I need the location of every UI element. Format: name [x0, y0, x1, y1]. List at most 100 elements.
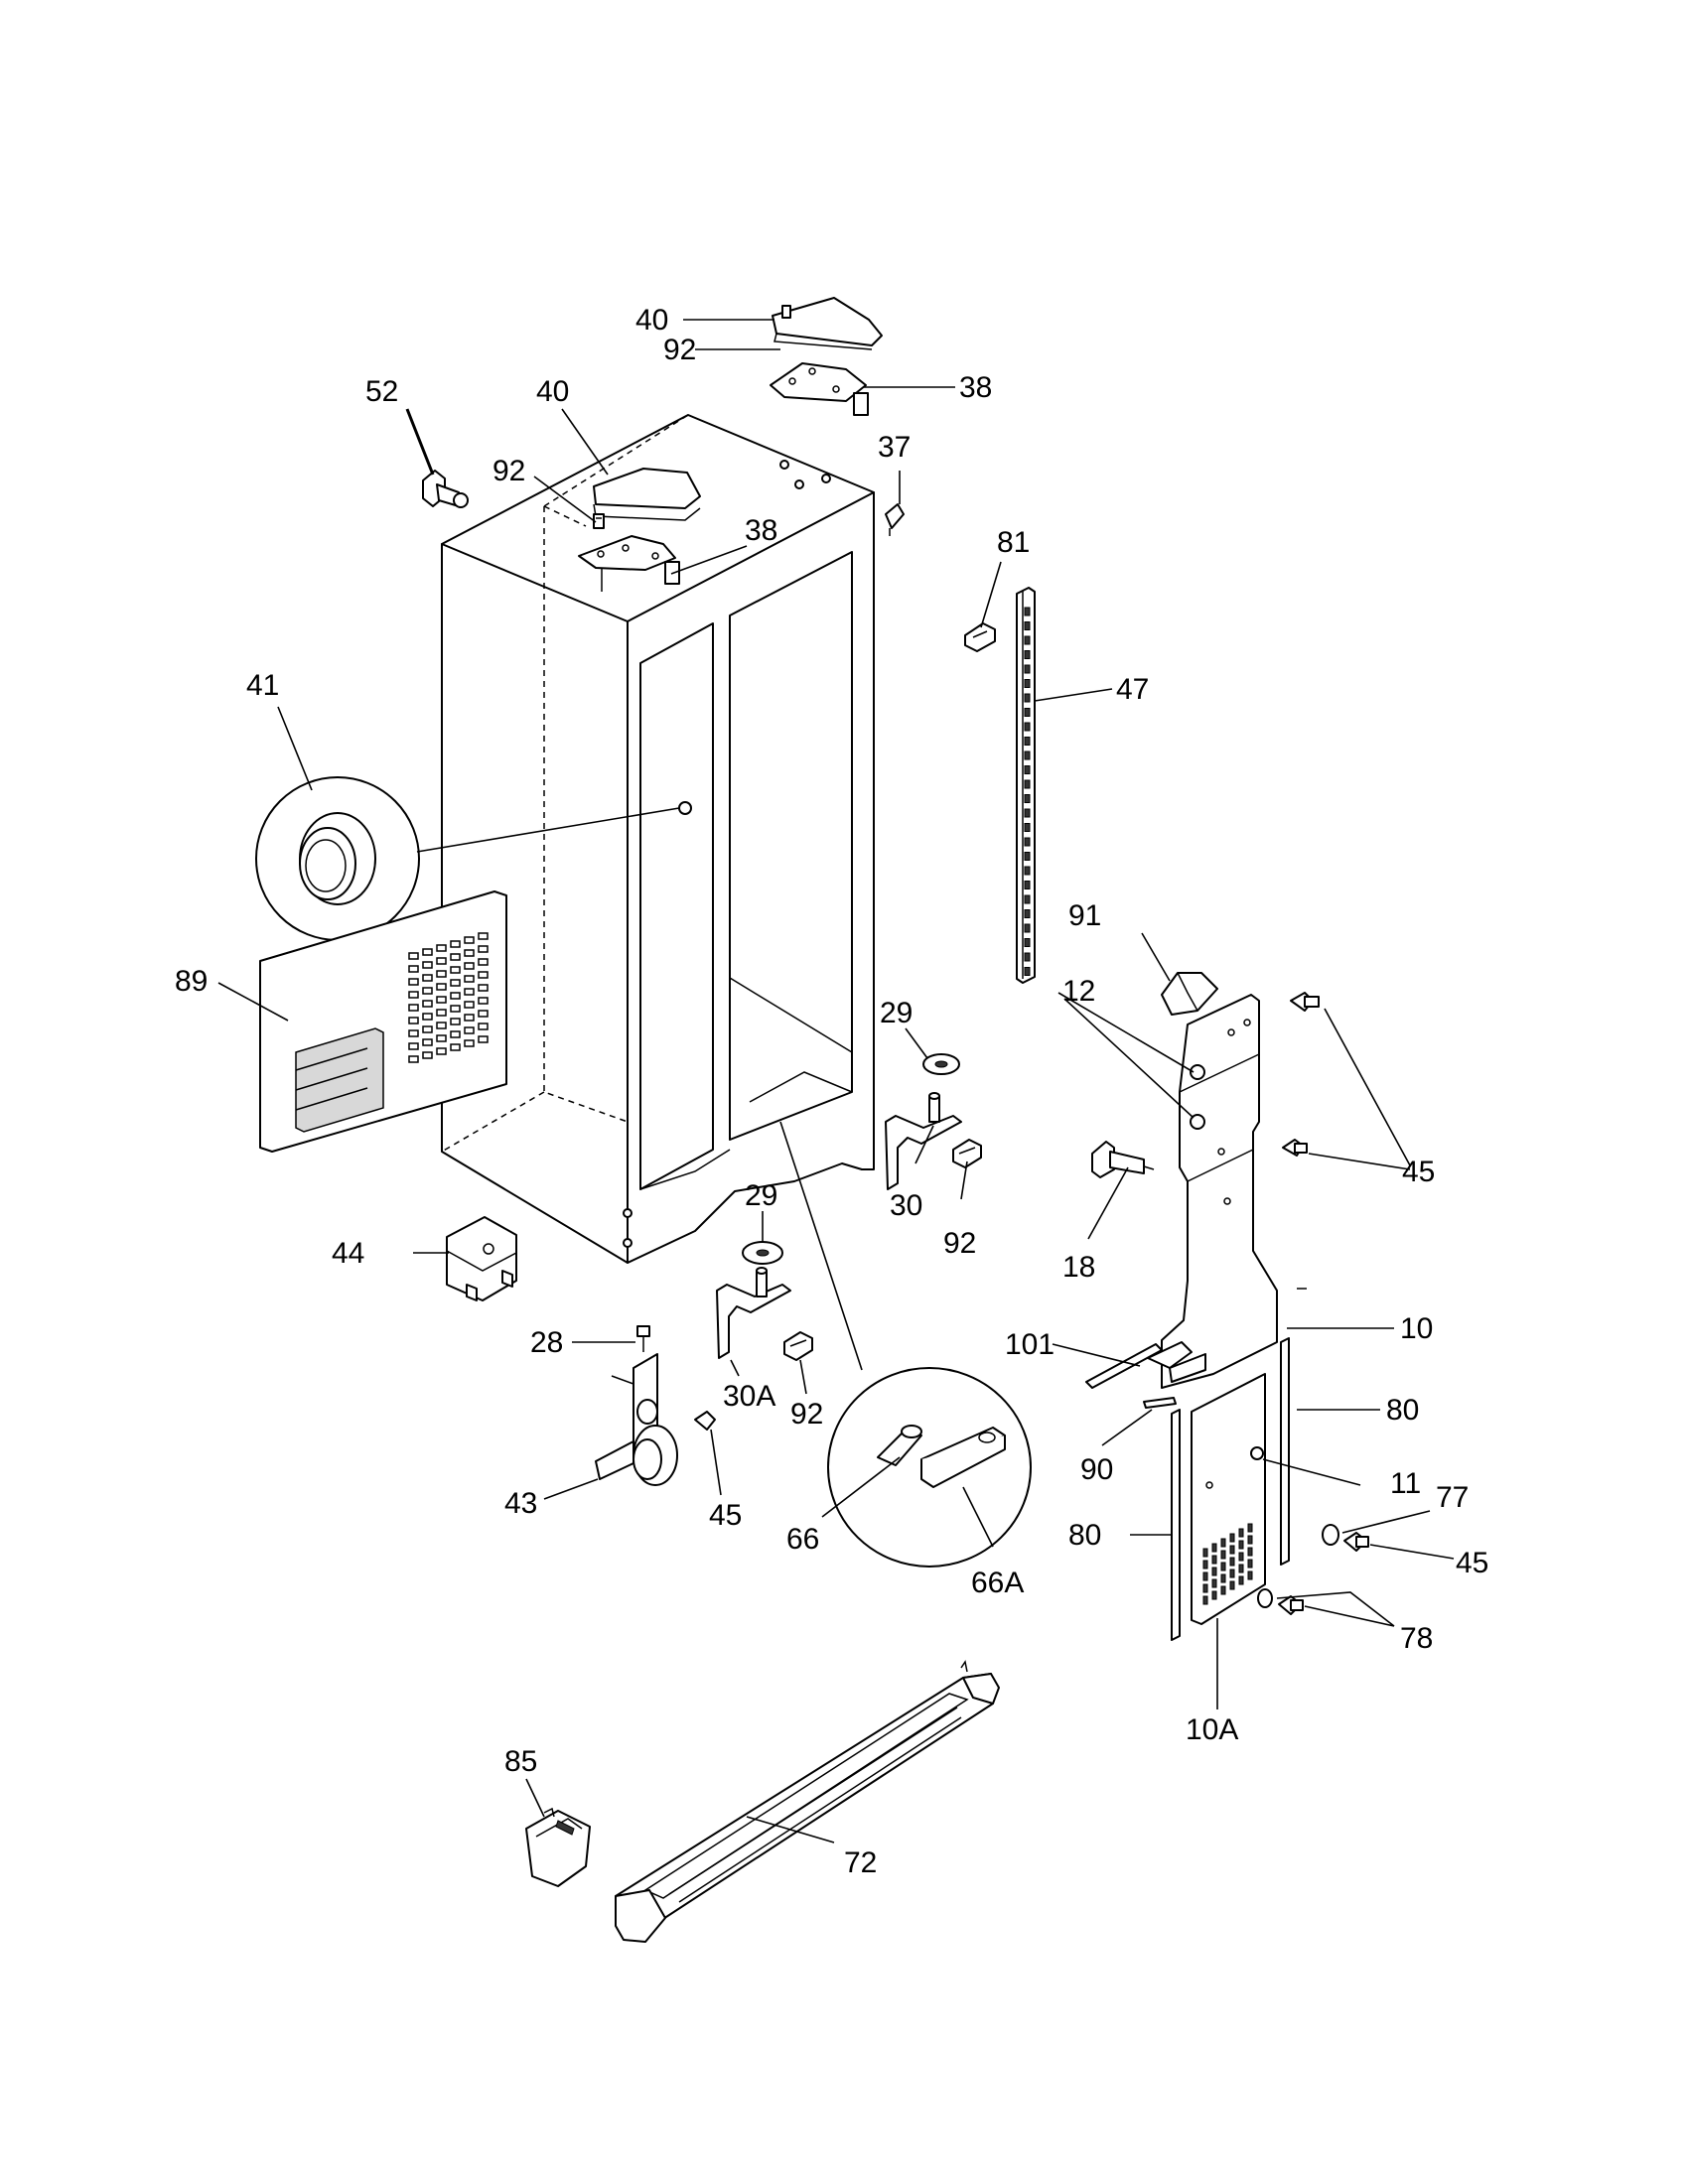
detail-slot — [1211, 1543, 1217, 1553]
detail-slot — [436, 944, 447, 952]
label-41: 41 — [246, 669, 279, 702]
detail-slot — [1247, 1535, 1253, 1545]
strip-80-left — [1171, 1409, 1181, 1641]
label-38: 38 — [745, 514, 777, 547]
label-89: 89 — [175, 965, 208, 998]
label-11: 11 — [1390, 1467, 1421, 1500]
detail-slot — [1024, 650, 1031, 659]
hinge-pin-30A — [716, 1267, 791, 1359]
detail-slot — [422, 948, 433, 956]
leader-lines — [217, 319, 1455, 1843]
detail-slot — [478, 1010, 489, 1018]
label-44: 44 — [332, 1237, 364, 1270]
detail-slot — [1024, 967, 1031, 976]
label-12: 12 — [1062, 975, 1095, 1008]
label-38-top: 38 — [959, 371, 992, 404]
detail-slot — [1024, 751, 1031, 760]
detail-slot — [450, 940, 461, 948]
top-cap — [1161, 972, 1218, 1016]
detail-slot — [1024, 952, 1031, 962]
label-47: 47 — [1116, 673, 1149, 706]
screw-45-upper — [1290, 992, 1320, 1012]
detail-slot — [1238, 1564, 1244, 1573]
label-43: 43 — [504, 1487, 537, 1520]
detail-slot — [408, 1042, 419, 1050]
screw-28 — [636, 1325, 650, 1352]
label-91: 91 — [1068, 899, 1101, 932]
detail-slot — [1202, 1595, 1208, 1605]
detail-slot — [1024, 808, 1031, 818]
detail-slot — [1220, 1562, 1226, 1571]
detail-slot — [436, 1034, 447, 1042]
detail-slot — [408, 1055, 419, 1063]
detail-slot — [1202, 1560, 1208, 1570]
detail-slot — [1238, 1528, 1244, 1538]
detail-slot — [422, 1000, 433, 1008]
screw-45-mid — [1282, 1139, 1308, 1157]
label-81: 81 — [997, 526, 1030, 559]
control-panel — [259, 890, 507, 1153]
detail-slot — [1247, 1547, 1253, 1557]
detail-slot — [478, 997, 489, 1005]
detail-slot — [1024, 737, 1031, 746]
detail-slot — [450, 1018, 461, 1025]
detail-slot — [408, 952, 419, 960]
detail-slot — [1220, 1538, 1226, 1548]
hinge-cover-top — [772, 297, 883, 350]
bar-101 — [1085, 1343, 1163, 1389]
lamp-socket — [422, 470, 469, 508]
detail-slot — [1024, 693, 1031, 703]
detail-slot — [436, 1009, 447, 1017]
detail-slot — [1024, 607, 1031, 616]
detail-slot — [464, 1014, 475, 1022]
detail-slot — [422, 961, 433, 969]
label-29-upper: 29 — [880, 997, 913, 1029]
detail-slot — [436, 1047, 447, 1055]
label-66A: 66A — [971, 1567, 1024, 1599]
detail-slot — [450, 1043, 461, 1051]
detail-slot — [436, 1022, 447, 1029]
detail-slot — [478, 932, 489, 940]
label-18: 18 — [1062, 1251, 1095, 1284]
bolt-18 — [1091, 1141, 1155, 1178]
detail-slot — [1247, 1570, 1253, 1580]
label-92-top: 92 — [663, 334, 696, 366]
label-90: 90 — [1080, 1453, 1113, 1486]
detail-slot — [1024, 708, 1031, 717]
label-92-c: 92 — [943, 1227, 976, 1260]
detail-slot — [478, 984, 489, 992]
roller-43 — [595, 1353, 678, 1486]
label-37: 37 — [878, 431, 911, 464]
detail-slot — [1024, 664, 1031, 674]
detail-slot — [464, 1039, 475, 1047]
label-92-d: 92 — [790, 1398, 823, 1431]
detail-slot — [1024, 679, 1031, 688]
detail-slot — [408, 965, 419, 973]
detail-slot — [450, 1030, 461, 1038]
detail-slot — [436, 957, 447, 965]
hinge-plate-left — [578, 535, 680, 592]
detail-slot — [422, 1038, 433, 1046]
detail-slot — [436, 983, 447, 991]
detail-slot — [464, 988, 475, 996]
detail-slot — [1220, 1585, 1226, 1595]
label-30: 30 — [890, 1189, 922, 1222]
detail-slot — [464, 1026, 475, 1034]
label-77: 77 — [1436, 1481, 1469, 1514]
washer-77 — [1322, 1524, 1339, 1546]
label-45-right: 45 — [1402, 1156, 1435, 1188]
detail-slot — [408, 991, 419, 999]
detail-slot — [1229, 1580, 1235, 1590]
detail-slot — [408, 978, 419, 986]
detail-slot — [1220, 1550, 1226, 1560]
end-cap-85 — [525, 1807, 591, 1887]
detail-slot — [422, 1051, 433, 1059]
washer-29-upper — [922, 1053, 960, 1075]
detail-slot — [464, 1001, 475, 1009]
detail-slot — [1211, 1590, 1217, 1600]
detail-slot — [1229, 1557, 1235, 1567]
plug-detail — [255, 776, 680, 941]
detail-slot — [1238, 1575, 1244, 1585]
hinge-cover-left — [593, 468, 701, 521]
